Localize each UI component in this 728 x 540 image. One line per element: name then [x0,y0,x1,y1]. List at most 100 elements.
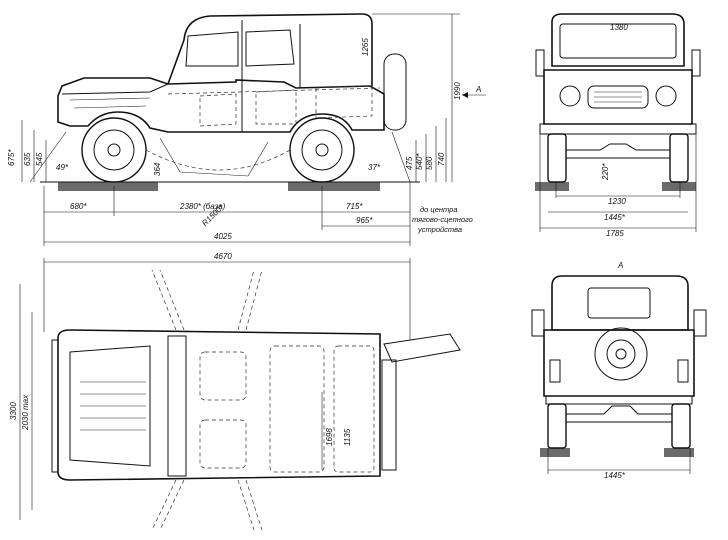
cargo-length-label: 1135 [343,428,352,446]
rear-spare-wheel [594,327,648,381]
view-a-marker: A [475,85,481,94]
front-clearance-label: 220* [601,163,610,181]
rear-track-label: 1445* [604,471,626,480]
rear-view-marker: A [617,261,623,270]
grille [587,85,649,109]
grille-slats [594,91,642,103]
interior-length-label: 1698 [325,428,334,446]
top-windshield [167,335,187,477]
rear-wheel [289,117,355,183]
top-width-mirrors-label: 3300 [9,402,18,420]
rear-door-window [245,29,295,67]
front-left-seat [199,351,247,401]
top-view: 4670 3300 2030 max 1698 1135 [9,252,461,531]
rear-bench [269,345,325,473]
side-view: 680* 2380* (база) 715* 965* до центра тя… [7,13,486,246]
top-tailgate [381,359,397,471]
bumper-635-label: 635 [23,152,32,166]
front-hub [107,143,121,157]
hitch-note: до центра тягово-сцепного устройства [412,205,475,234]
hitch-length-label: 965* [356,216,373,225]
rear-mirrors [531,309,707,337]
rear-left-lamp [549,359,561,383]
front-ground-right [662,182,696,191]
right-headlight [655,85,677,107]
front-mirrors [535,49,701,77]
clearance-arc [145,149,291,171]
cargo-area [333,345,375,473]
front-cab [551,13,685,67]
rear-overhang-label: 715* [346,202,363,211]
front-width-wheels-label: 1445* [604,213,626,222]
top-length-label: 4670 [214,252,232,261]
front-top-label: 1380 [610,23,628,32]
front-axle [566,143,670,159]
rear-bumper [545,395,693,405]
clearance-label: 364 [153,162,162,176]
departure-angle-line [391,131,411,183]
departure-angle-label: 37* [368,163,381,172]
ground-hatch-rear [288,182,380,191]
fender-lines [69,97,151,109]
front-left-tire [547,133,567,183]
top-hood-ribs [80,381,146,431]
top-width-doors-label: 2030 max [21,394,30,431]
height-total-label: 1990 [453,82,462,100]
rear-540-label: 540* [415,153,424,170]
top-spare-wheel [383,333,461,363]
rear-window [587,287,651,319]
front-overhang-label: 680* [70,202,87,211]
front-track-label: 1230 [608,197,626,206]
approach-angle-label: 49* [56,163,69,172]
soft-top [167,13,373,86]
rear-cab [551,275,689,331]
front-ground-left [535,182,569,191]
ramp-breakover-lines [159,137,269,177]
rear-740-label: 740 [437,152,446,166]
view-a-arrowhead [462,92,468,98]
rear-rim [301,129,343,171]
top-hood [69,345,151,467]
hood-line [61,83,169,95]
front-right-seat [199,419,247,469]
rear-left-tire [547,403,567,449]
rear-hub [315,143,329,157]
rear-body [543,329,695,397]
front-bumper [539,123,697,135]
door-swing-top [151,269,263,331]
rear-right-lamp [677,359,689,383]
front-view: 1380 1230 1445* 1785 220* [535,13,701,238]
roof-height-label: 1265 [361,38,370,56]
top-front-bumper [51,339,59,473]
front-wheel [81,117,147,183]
interior-seats-hidden [199,85,373,127]
floor-hidden [167,87,381,95]
length-total-label: 4025 [214,232,232,241]
wheelbase-label: 2380* (база) [179,202,226,211]
front-rim [93,129,135,171]
rear-580-label: 580 [425,156,434,170]
front-door-window [185,31,239,67]
windshield [559,23,677,59]
rear-ground-right [664,448,694,457]
rear-475-label: 475 [405,156,414,170]
ground-hatch-front [58,182,158,191]
rear-right-tire [671,403,691,449]
door-swing-bottom [151,479,263,531]
rear-spare-hub [615,348,627,360]
body-outline [57,77,385,133]
bumper-545-label: 545 [35,152,44,166]
rear-spare-rim [606,339,636,369]
rear-axle [566,405,672,423]
bumper-675-label: 675* [7,149,16,166]
front-right-tire [669,133,689,183]
spare-wheel-side [383,53,407,131]
front-width-total-label: 1785 [606,229,624,238]
rear-view: A 1445* [531,261,707,480]
approach-angle-line [29,131,67,183]
left-headlight [559,85,581,107]
top-body-outline [57,329,381,481]
rear-ground-left [540,448,570,457]
